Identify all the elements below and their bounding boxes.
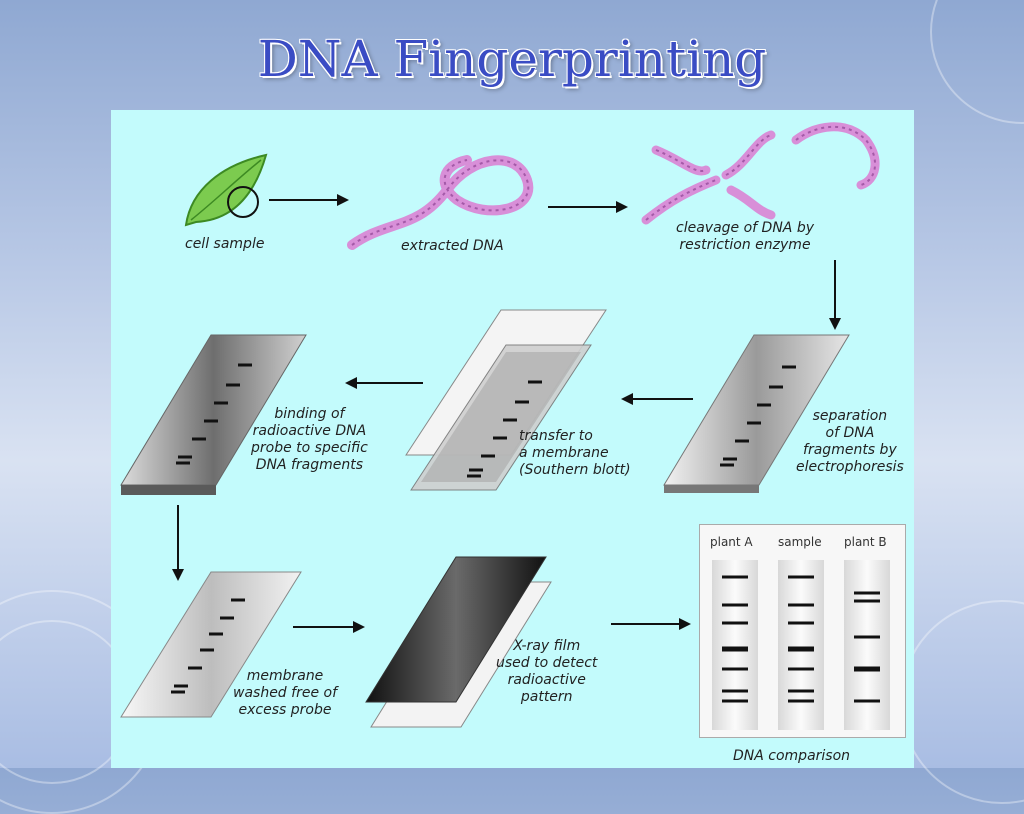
separation-label: separation of DNA fragments by electroph… (796, 408, 904, 475)
arrow-down-2 (172, 505, 184, 581)
southern-blot-membrane (405, 309, 607, 491)
arrow-right-4 (611, 618, 691, 630)
comparison-bands (712, 560, 890, 730)
cleaved-dna-icon (641, 122, 880, 225)
lane-label-sample: sample (778, 535, 822, 549)
arrow-left-2 (345, 377, 423, 389)
leaf-icon (184, 153, 268, 227)
arrow-right-1 (269, 194, 349, 206)
cell-sample-label: cell sample (185, 236, 265, 252)
radioactive-probe-plate (120, 334, 307, 495)
lane-label-plant-b: plant B (844, 535, 887, 549)
dna-comparison-panel: plant A sample plant B (699, 524, 906, 738)
xray-label: X-ray film used to detect radioactive pa… (496, 638, 598, 705)
extracted-dna-label: extracted DNA (401, 238, 504, 254)
xray-film (365, 556, 552, 728)
washed-membrane-plate (120, 571, 302, 718)
dna-comparison-caption: DNA comparison (733, 748, 851, 764)
slide-title: DNA Fingerprinting (257, 30, 767, 88)
dna-fingerprinting-diagram: cell sample extracted DNA cleavage of DN… (111, 110, 914, 768)
arrow-down-1 (829, 260, 841, 330)
washed-label: membrane washed free of excess probe (233, 668, 338, 718)
cleavage-label: cleavage of DNA by restriction enzyme (676, 220, 814, 253)
arrow-right-2 (548, 201, 628, 213)
extracted-dna-icon (347, 155, 534, 250)
lane-label-plant-a: plant A (710, 535, 753, 549)
arrow-left-1 (621, 393, 693, 405)
transfer-label: transfer to a membrane (Southern blott) (519, 428, 631, 478)
binding-label: binding of radioactive DNA probe to spec… (251, 406, 368, 473)
arrow-right-3 (293, 621, 365, 633)
gel-electrophoresis-plate (663, 334, 850, 493)
